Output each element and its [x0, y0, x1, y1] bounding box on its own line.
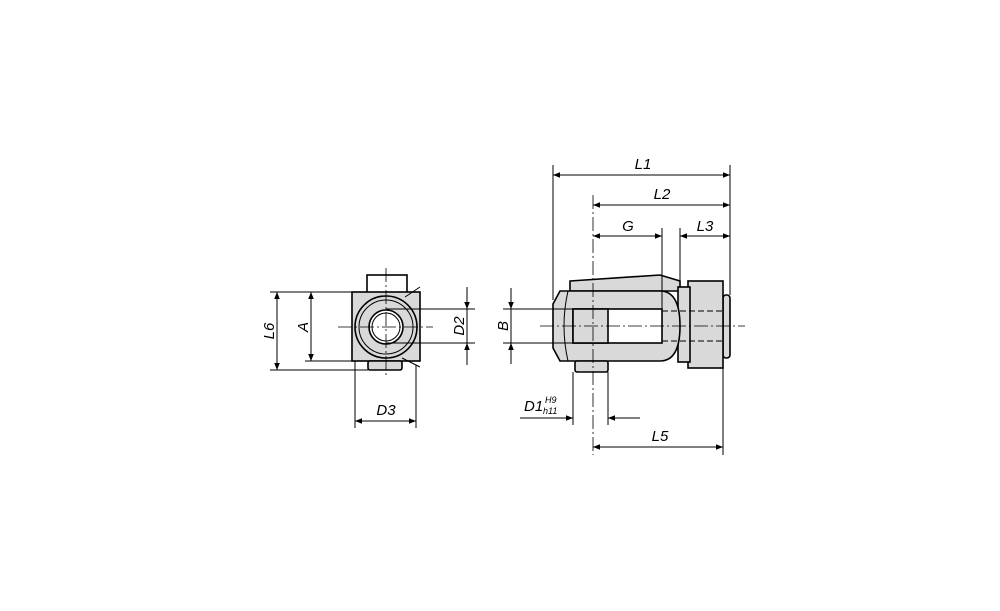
end-view — [338, 268, 433, 375]
spring-clip-side — [569, 274, 681, 292]
label-L5: L5 — [652, 428, 669, 445]
pin-boss-end — [367, 360, 403, 371]
label-B: B — [495, 321, 512, 331]
label-D1-tol-upper: H9 — [545, 395, 557, 405]
label-A: A — [295, 322, 312, 333]
label-D1-tol-lower: h11 — [543, 406, 557, 416]
label-L1: L1 — [635, 156, 652, 173]
spring-clip-top — [366, 274, 408, 294]
end-view-dimensions: L6 A D2 D3 — [261, 287, 475, 428]
pin-boss-side — [574, 360, 609, 373]
label-G: G — [622, 218, 634, 235]
hex-nut — [687, 280, 724, 369]
label-L2: L2 — [654, 186, 671, 203]
label-L6: L6 — [261, 322, 278, 339]
side-view-dimensions: L1 L2 G L3 B D1 H9 h11 L5 — [495, 156, 731, 455]
end-cap — [722, 294, 731, 359]
side-view — [540, 195, 745, 455]
label-D3: D3 — [376, 402, 396, 419]
label-D1: D1 — [524, 398, 543, 415]
spring-clip-arm — [401, 286, 421, 368]
label-L3: L3 — [697, 218, 714, 235]
label-D2: D2 — [451, 316, 468, 336]
